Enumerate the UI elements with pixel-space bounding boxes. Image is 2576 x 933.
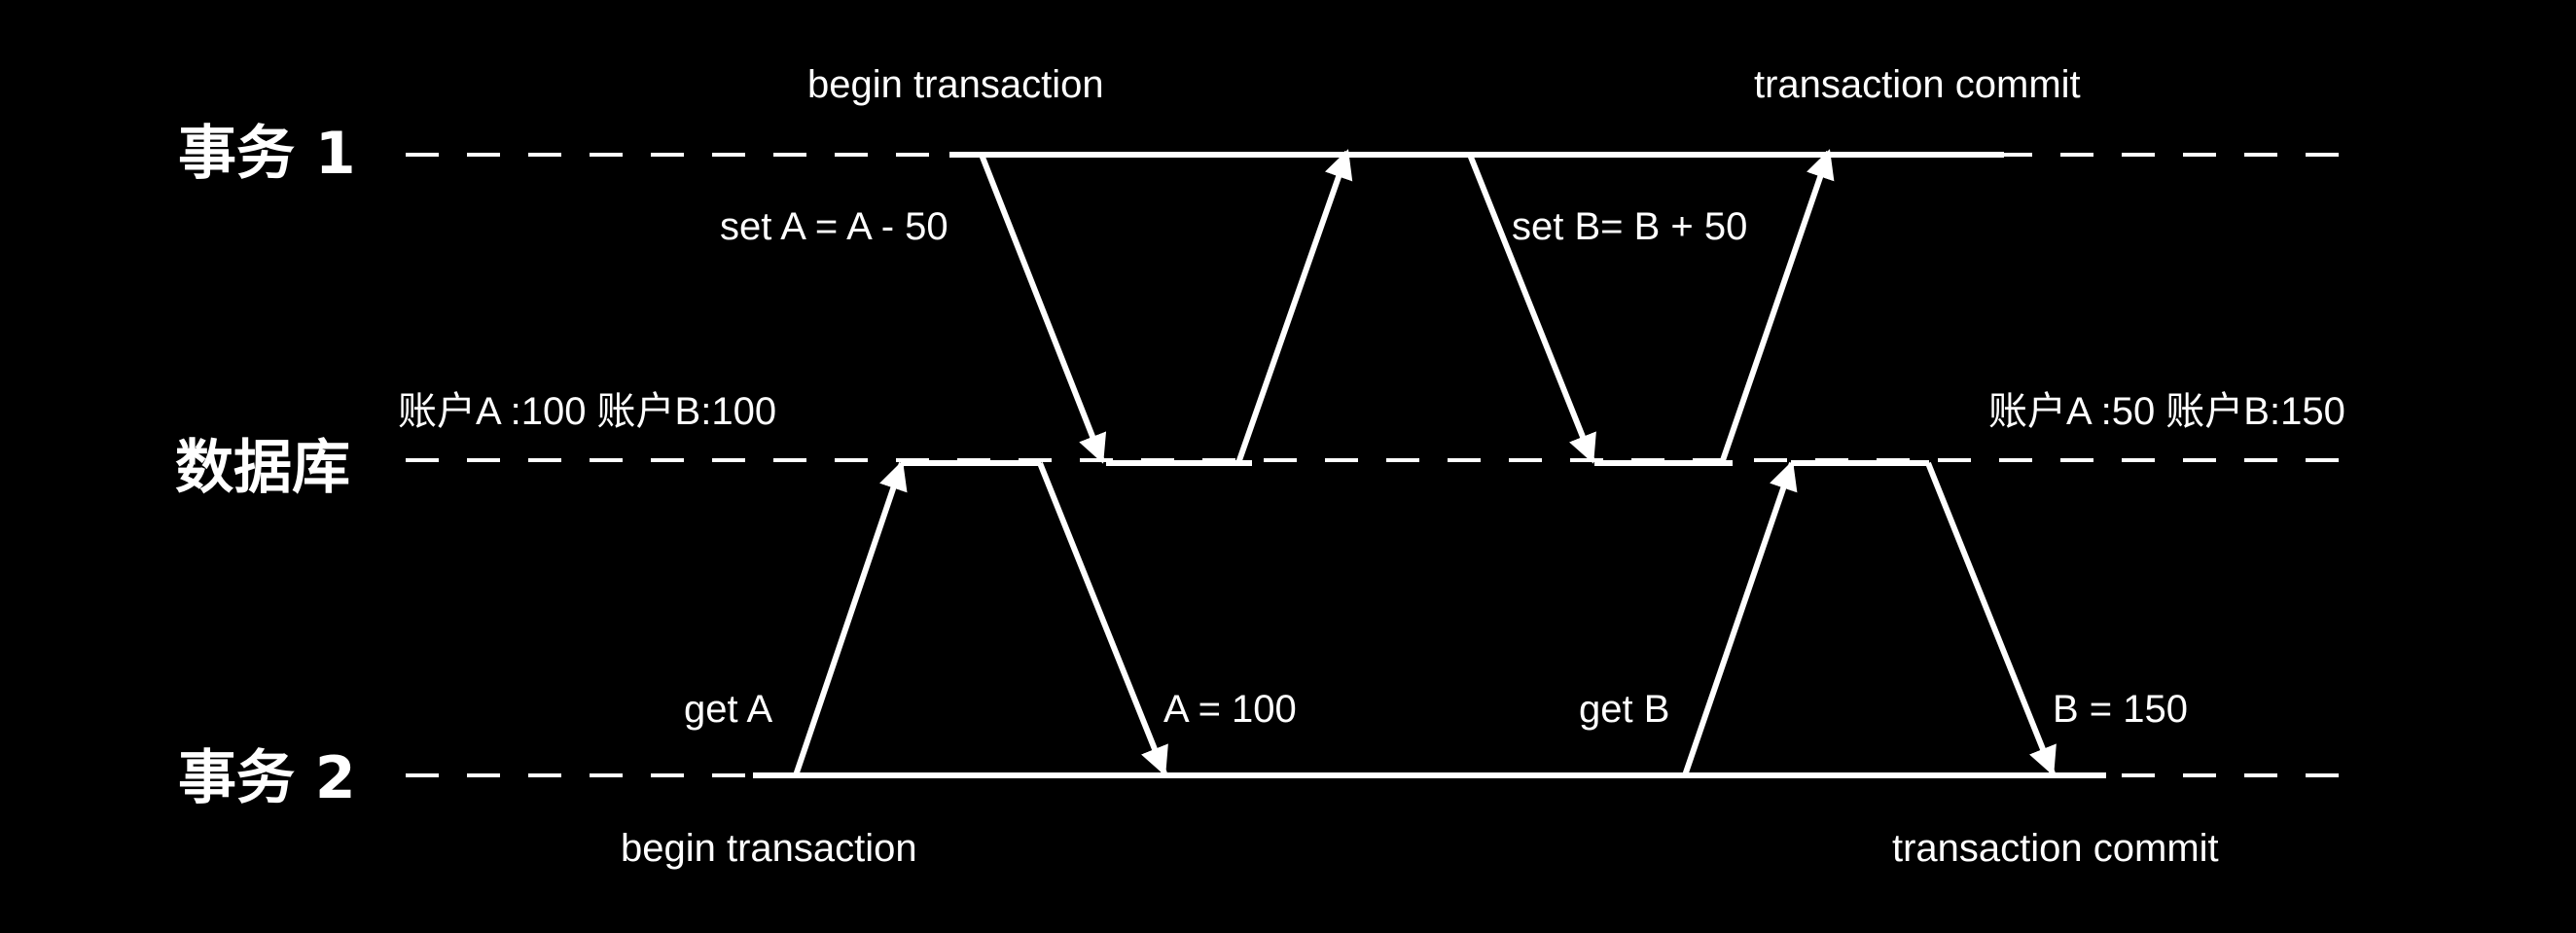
arrow-db-get-a-response <box>1037 461 1168 776</box>
lane-label-db: 数据库 <box>175 434 350 502</box>
txn1-set-b-note: set B= B + 50 <box>1512 205 1747 248</box>
txn2-a-result-note: A = 100 <box>1163 688 1297 731</box>
db-initial-state-note: 账户A :100 账户B:100 <box>398 390 776 433</box>
arrow-txn2-get-b-request <box>1682 460 1798 776</box>
db-final-state-note: 账户A :50 账户B:150 <box>1988 390 2345 433</box>
txn1-begin-note: begin transaction <box>807 63 1104 106</box>
txn2-begin-note: begin transaction <box>621 827 917 870</box>
txn2-get-a-note: get A <box>684 688 773 731</box>
txn2-get-b-note: get B <box>1579 688 1669 731</box>
arrow-db-set-a-ack <box>1235 149 1353 464</box>
txn1-commit-note: transaction commit <box>1754 63 2081 106</box>
arrow-txn1-set-a-request <box>979 153 1107 464</box>
arrow-db-set-b-ack <box>1719 149 1835 464</box>
arrow-txn1-set-b-request <box>1467 153 1596 464</box>
lane-label-txn1: 事务 1 <box>178 120 356 188</box>
lane-label-txn2: 事务 2 <box>178 744 356 812</box>
arrow-txn2-get-a-request <box>793 460 908 776</box>
txn1-set-a-note: set A = A - 50 <box>720 205 948 248</box>
txn2-b-result-note: B = 150 <box>2053 688 2188 731</box>
txn2-commit-note: transaction commit <box>1892 827 2219 870</box>
arrow-db-get-b-response <box>1925 461 2057 776</box>
